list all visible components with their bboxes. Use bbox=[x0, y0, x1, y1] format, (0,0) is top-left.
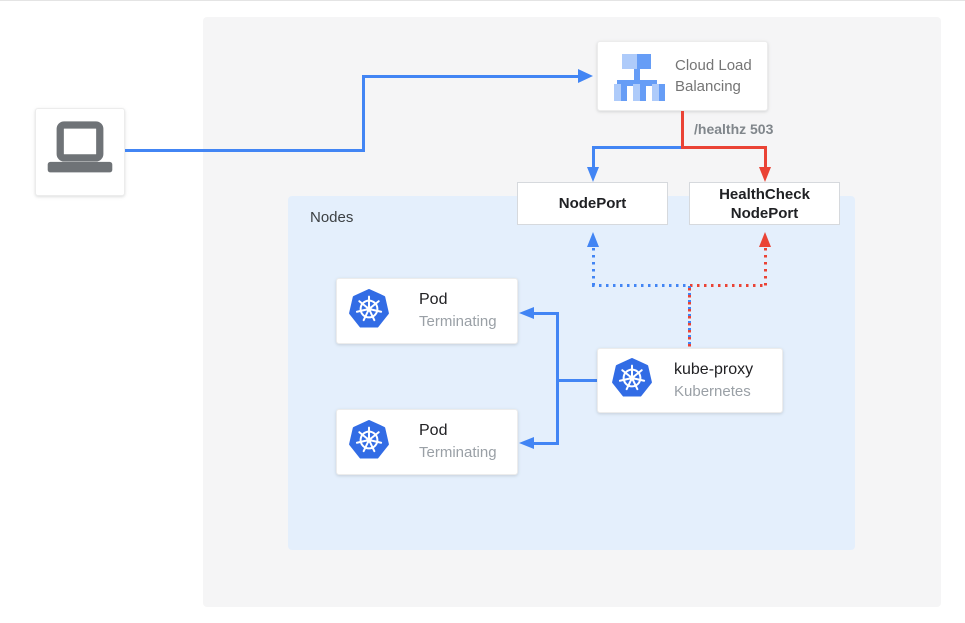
edge-clb-down bbox=[681, 111, 684, 149]
pod1-status: Terminating bbox=[419, 313, 497, 330]
dotted-blue-v bbox=[592, 248, 595, 286]
edge-kubeproxy-v bbox=[556, 312, 559, 445]
nodeport-node: NodePort bbox=[517, 182, 668, 225]
healthcheck-nodeport-label: HealthCheck NodePort bbox=[719, 185, 810, 222]
dotted-arrowhead-into-nodeport bbox=[587, 232, 599, 247]
cloud-load-balancing-label: Cloud Load Balancing bbox=[675, 57, 752, 95]
edge-branch-blue-h bbox=[592, 146, 684, 149]
healthz-503-label: /healthz 503 bbox=[694, 121, 774, 137]
load-balancer-icon bbox=[609, 50, 665, 102]
edge-kubeproxy-h bbox=[556, 379, 597, 382]
cloud-load-balancing-node: Cloud Load Balancing bbox=[597, 41, 768, 111]
pod2-status: Terminating bbox=[419, 444, 497, 461]
edge-client-h bbox=[125, 149, 365, 152]
dotted-shared-v-from-kube-proxy bbox=[688, 286, 691, 347]
edge-pod1-h bbox=[532, 312, 559, 315]
laptop-icon bbox=[47, 120, 113, 184]
client-node bbox=[35, 108, 125, 196]
dotted-red-h bbox=[690, 284, 767, 287]
kube-proxy-subtitle: Kubernetes bbox=[674, 382, 751, 400]
edge-branch-red-v bbox=[764, 146, 767, 168]
pod2-labels: Pod Terminating bbox=[419, 421, 497, 463]
arrowhead-into-pod1 bbox=[519, 307, 534, 319]
dotted-blue-h bbox=[592, 284, 689, 287]
edge-client-to-clb bbox=[365, 75, 578, 78]
edge-client-v bbox=[362, 75, 365, 152]
dotted-arrowhead-into-healthcheck bbox=[759, 232, 771, 247]
arrowhead-into-nodeport bbox=[587, 167, 599, 182]
edge-branch-blue-v bbox=[592, 146, 595, 168]
pod2-title: Pod bbox=[419, 422, 448, 439]
healthcheck-nodeport-node: HealthCheck NodePort bbox=[689, 182, 840, 225]
pod1-node: Pod Terminating bbox=[336, 278, 518, 344]
kubernetes-icon bbox=[612, 358, 652, 403]
pod1-labels: Pod Terminating bbox=[419, 290, 497, 332]
kube-proxy-labels: kube-proxy Kubernetes bbox=[674, 360, 753, 402]
kube-proxy-title: kube-proxy bbox=[674, 360, 754, 378]
arrowhead-into-pod2 bbox=[519, 437, 534, 449]
pod2-node: Pod Terminating bbox=[336, 409, 518, 475]
pod1-title: Pod bbox=[419, 291, 448, 308]
arrowhead-into-healthcheck bbox=[759, 167, 771, 182]
dotted-red-v bbox=[764, 248, 767, 286]
kube-proxy-node: kube-proxy Kubernetes bbox=[597, 348, 783, 413]
kubernetes-icon bbox=[349, 419, 389, 465]
kubernetes-icon bbox=[349, 288, 389, 334]
edge-pod2-h bbox=[532, 442, 559, 445]
edge-branch-red-h bbox=[681, 146, 767, 149]
arrowhead-into-clb bbox=[578, 69, 593, 83]
nodeport-label: NodePort bbox=[558, 195, 627, 212]
nodes-region-label: Nodes bbox=[310, 209, 354, 226]
